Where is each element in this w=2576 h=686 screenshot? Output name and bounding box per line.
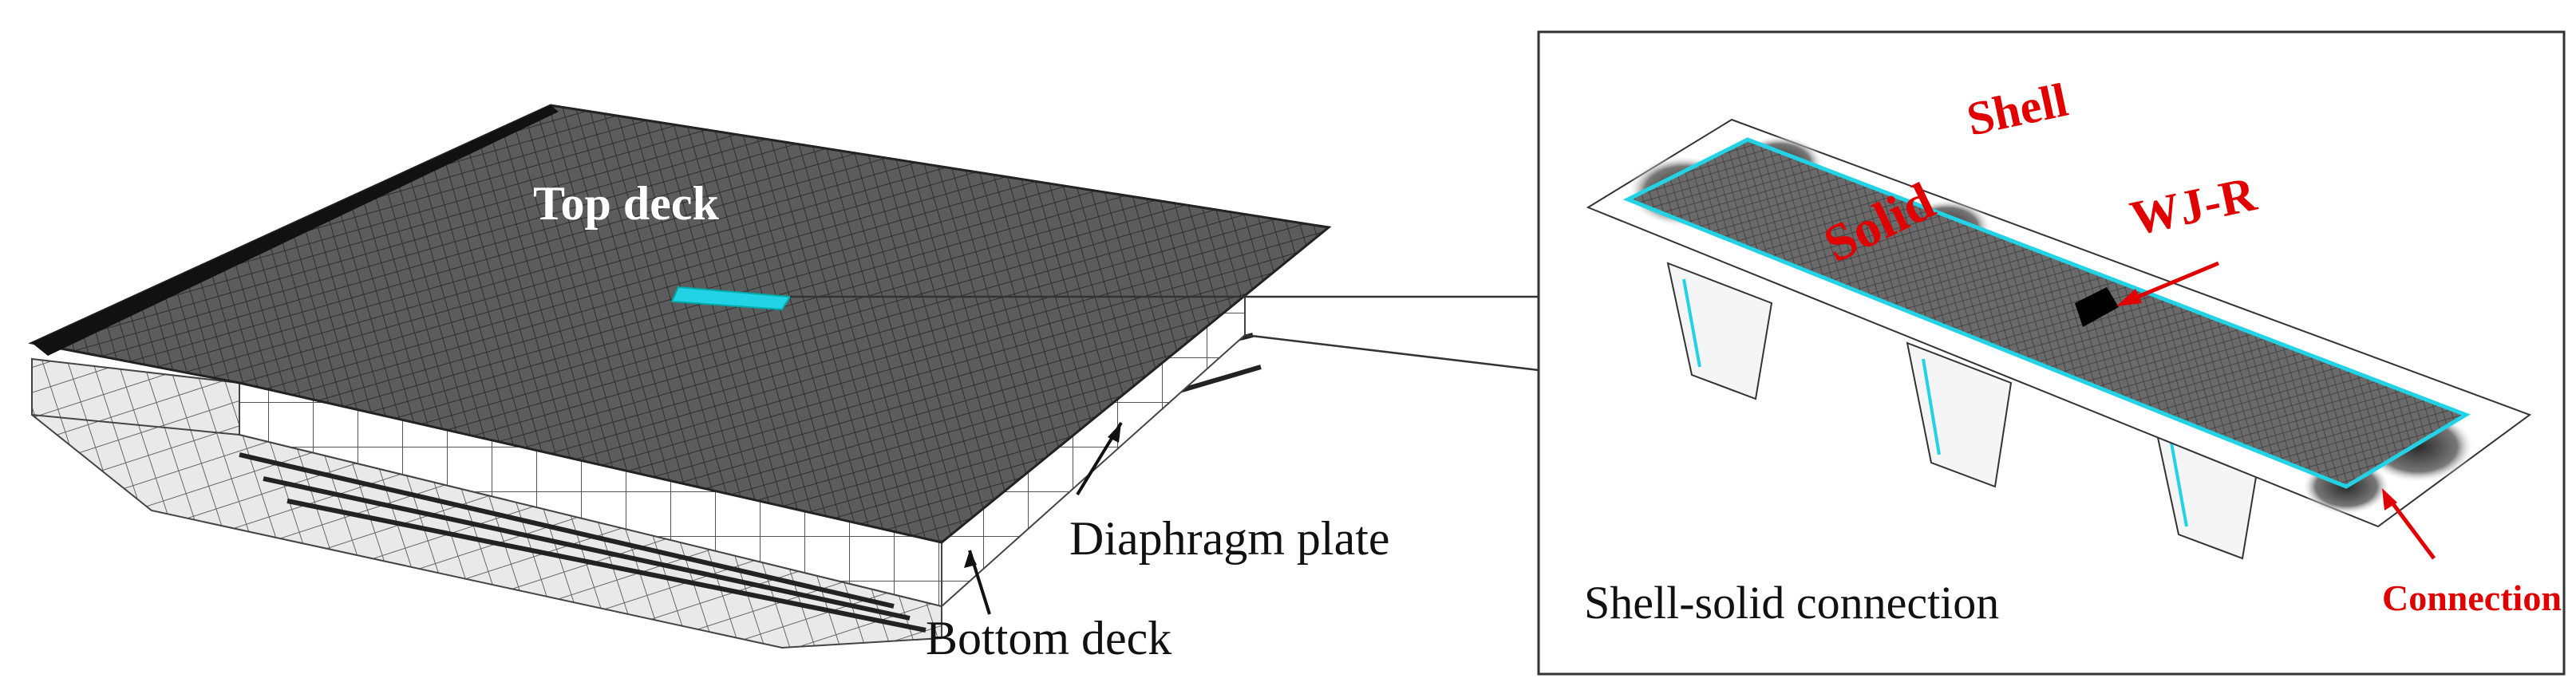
- bridge-deck-model: [28, 104, 1332, 649]
- zoom-connectors: [790, 295, 1539, 372]
- solid-region: [1622, 137, 2471, 489]
- wj-r-arrow: [2116, 261, 2219, 306]
- connection-label: Connection: [2382, 578, 2562, 618]
- u-rib-highlights: [1682, 278, 2188, 527]
- outer-web: [31, 357, 240, 436]
- shell-solid-model: [1586, 118, 2532, 560]
- bottom-deck-callout: [964, 550, 991, 615]
- diaphragm-plate-callout: [1076, 421, 1123, 496]
- weld-joint: [2075, 287, 2119, 327]
- top-deck-label: Top deck: [533, 177, 720, 230]
- top-deck-edge: [32, 105, 559, 356]
- connection-arrow: [2382, 488, 2436, 560]
- detail-caption: Shell-solid connection: [1584, 577, 1999, 629]
- bottom-deck-label: Bottom deck: [926, 612, 1171, 664]
- local-region-highlight: [670, 286, 792, 311]
- diaphragm-plate-label: Diaphragm plate: [1069, 512, 1390, 565]
